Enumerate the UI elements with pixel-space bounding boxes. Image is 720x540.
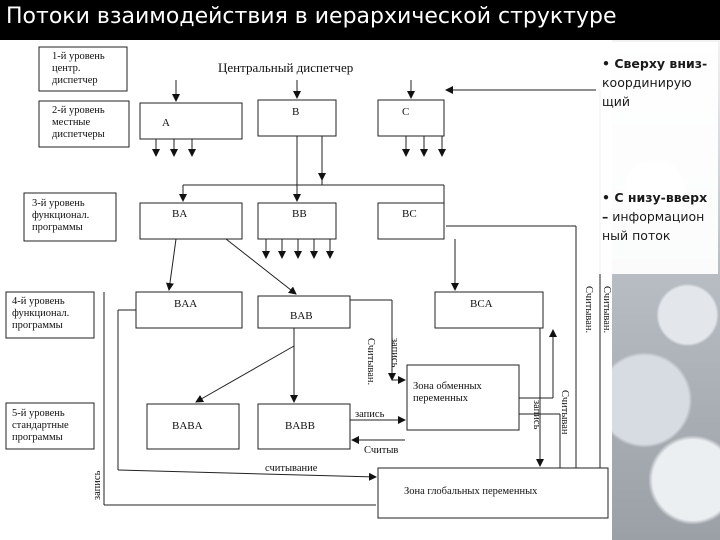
note-top-down-body: координирую щий xyxy=(602,75,692,109)
block-bab xyxy=(257,295,351,329)
schityvan-right-label: Считыван. xyxy=(583,286,594,334)
zapis-left-label: запись xyxy=(92,470,103,500)
level3-box xyxy=(23,192,117,242)
level2-box xyxy=(38,100,130,148)
note-top-down: • Сверху вниз- координирую щий xyxy=(602,54,714,111)
level4-label: 4-й уровень функционал. программы xyxy=(12,296,70,331)
block-babb xyxy=(257,403,351,450)
schityv-label: Считыв xyxy=(364,445,399,456)
block-a-label: A xyxy=(162,117,170,129)
zapis-babb-label: запись xyxy=(355,409,385,420)
schityvan-bca-label: Считыван xyxy=(559,390,570,435)
block-baba xyxy=(146,403,240,450)
schityvan-right2-label: Считыван. xyxy=(601,286,612,334)
level2-label: 2-й уровень местные диспетчеры xyxy=(52,105,105,140)
level4-box xyxy=(5,291,95,339)
level1-box xyxy=(38,46,128,92)
block-bc xyxy=(377,202,445,240)
zapis-bca-label: запись xyxy=(531,400,542,430)
block-bb-label: BB xyxy=(292,208,307,220)
zapis-bab-label: запись xyxy=(389,338,400,368)
block-ba xyxy=(139,202,243,240)
global-zone-label: Зона глобальных переменных xyxy=(404,486,538,497)
block-bb xyxy=(257,202,337,240)
block-babb-label: BABB xyxy=(285,420,315,432)
note-bottom-up-head: • С низу-вверх – xyxy=(602,190,708,224)
block-ba-label: BA xyxy=(172,208,188,220)
level5-box xyxy=(5,402,95,450)
block-baa-label: BAA xyxy=(174,298,198,310)
level3-label: 3-й уровень функционал. программы xyxy=(32,198,90,233)
note-bottom-up: • С низу-вверх – информацион ный поток xyxy=(602,188,714,245)
block-b-label: B xyxy=(292,106,300,118)
title-bar: Потоки взаимодействия в иерархической ст… xyxy=(0,0,720,40)
schityvan-bab-label: Считыван. xyxy=(365,338,376,386)
schityvanie-label: считывание xyxy=(265,463,318,474)
block-baba-label: BABA xyxy=(172,420,203,432)
block-c xyxy=(377,99,445,137)
level1-label: 1-й уровень центр. диспетчер xyxy=(52,51,105,86)
central-dispatcher-label: Центральный диспетчер xyxy=(218,60,354,75)
block-bc-label: BC xyxy=(402,208,417,220)
block-c-label: C xyxy=(402,106,410,118)
block-a xyxy=(139,102,243,140)
block-global-zone xyxy=(377,467,609,519)
note-bottom-up-body: информацион ный поток xyxy=(602,209,705,243)
slide-title: Потоки взаимодействия в иерархической ст… xyxy=(6,4,617,29)
block-bca xyxy=(434,291,544,329)
level5-label: 5-й уровень стандартные программы xyxy=(12,408,69,443)
notes-panel: • Сверху вниз- координирую щий • С низу-… xyxy=(596,42,718,274)
block-bab-label: BAB xyxy=(290,310,313,322)
note-top-down-head: • Сверху вниз- xyxy=(602,56,708,71)
exchange-zone-label: Зона обменных переменных xyxy=(413,381,482,404)
block-bca-label: BCA xyxy=(470,298,493,310)
